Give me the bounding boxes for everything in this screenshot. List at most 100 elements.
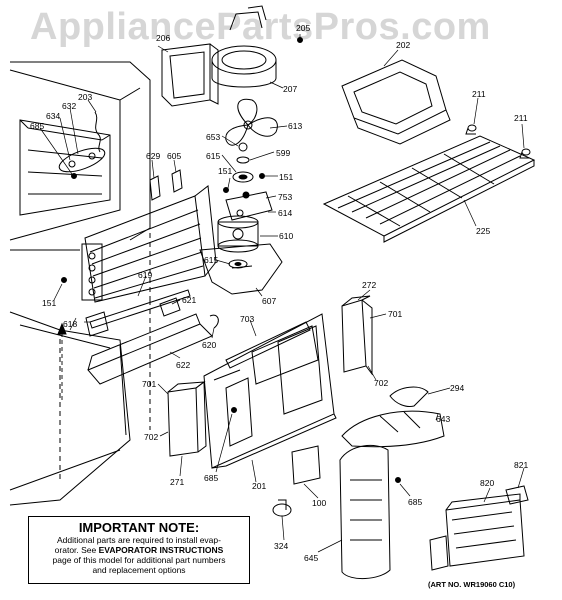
- part-271-duct: [167, 381, 207, 457]
- part-620-clip: [209, 314, 219, 329]
- part-206-fan-housing: [161, 43, 219, 107]
- freezer-liner-drawing: [9, 61, 151, 506]
- part-605-clip: [171, 169, 183, 193]
- label-615-a: 615: [206, 151, 221, 161]
- part-685-screw-a: [71, 173, 77, 179]
- dashed-arrow-head: [57, 322, 67, 335]
- part-685-screw-c: [395, 477, 401, 483]
- part-703-seal: [225, 321, 311, 369]
- note-line-2: orator. See EVAPORATOR INSTRUCTIONS: [35, 545, 243, 555]
- label-100: 100: [312, 498, 327, 508]
- label-599: 599: [276, 148, 291, 158]
- note-line-4: and replacement options: [92, 565, 186, 575]
- part-621-bracket: [159, 297, 181, 317]
- important-note-box: IMPORTANT NOTE: Additional parts are req…: [28, 516, 250, 584]
- label-271: 271: [170, 477, 185, 487]
- label-151-c: 151: [42, 298, 57, 308]
- part-272-duct: [341, 295, 373, 376]
- label-622: 622: [176, 360, 191, 370]
- part-610-fan-motor: [217, 215, 259, 253]
- label-701-b: 701: [142, 379, 157, 389]
- watermark-text: AppliancePartsPros.com: [30, 6, 491, 48]
- label-645: 645: [304, 553, 319, 563]
- label-615-b: 615: [204, 255, 219, 265]
- label-613: 613: [288, 121, 303, 131]
- part-599-washer: [236, 156, 250, 164]
- label-634: 634: [46, 111, 61, 121]
- part-619-heater: [89, 289, 191, 329]
- important-note-title: IMPORTANT NOTE:: [78, 520, 200, 535]
- part-615-grommet-a: [232, 171, 254, 183]
- label-821: 821: [514, 460, 529, 470]
- label-703: 703: [240, 314, 255, 324]
- part-632-bracket: [58, 147, 106, 173]
- part-151-screw-a: [223, 187, 229, 193]
- part-211-clip-a: [465, 124, 477, 135]
- label-151-a: 151: [218, 166, 233, 176]
- label-620: 620: [202, 340, 217, 350]
- art-number: (ART NO. WR19060 C10): [428, 580, 516, 589]
- part-207-fan-shroud: [211, 5, 277, 88]
- part-618-bracket: [85, 311, 109, 337]
- note-line-2-pre: orator. See: [54, 545, 99, 555]
- label-820: 820: [480, 478, 495, 488]
- part-622-drain-trough: [87, 313, 213, 385]
- label-619: 619: [138, 270, 153, 280]
- label-205: 205: [296, 23, 311, 33]
- label-632: 632: [62, 101, 77, 111]
- part-820-icemaker: [429, 493, 525, 571]
- label-211-a: 211: [472, 89, 486, 99]
- label-701-a: 701: [388, 309, 403, 319]
- label-753: 753: [278, 192, 293, 202]
- label-685-b: 685: [204, 473, 219, 483]
- part-151-screw-b: [259, 173, 265, 179]
- label-203: 203: [78, 92, 93, 102]
- label-607: 607: [262, 296, 277, 306]
- label-629: 629: [146, 151, 161, 161]
- label-653: 653: [206, 132, 221, 142]
- label-621: 621: [182, 295, 197, 305]
- label-324: 324: [274, 541, 289, 551]
- part-629-clip: [149, 175, 161, 201]
- part-225-wire-shelf: [322, 135, 536, 243]
- label-211-b: 211: [514, 113, 528, 123]
- part-643-chute: [341, 410, 445, 448]
- note-line-1: Additional parts are required to install…: [57, 535, 221, 545]
- part-211-clip-b: [519, 148, 531, 159]
- part-685-screw-b: [231, 407, 237, 413]
- label-272: 272: [362, 280, 377, 290]
- part-100-damper: [291, 445, 321, 485]
- part-151-screw-c: [61, 277, 67, 283]
- label-605: 605: [167, 151, 182, 161]
- label-207: 207: [283, 84, 298, 94]
- part-202-bin: [341, 59, 451, 145]
- part-294-flapper: [389, 386, 429, 407]
- label-643: 643: [436, 414, 451, 424]
- part-201-evaporator-cover: [203, 313, 337, 469]
- part-615-grommet-b: [228, 259, 248, 269]
- label-685-c: 685: [408, 497, 423, 507]
- part-203-tube: [94, 111, 101, 153]
- label-614: 614: [278, 208, 293, 218]
- note-line-3: page of this model for additional part n…: [52, 555, 226, 565]
- label-610: 610: [279, 231, 294, 241]
- part-653-nut: [238, 142, 248, 152]
- label-702-a: 702: [374, 378, 389, 388]
- label-206: 206: [156, 33, 171, 43]
- label-702-b: 702: [144, 432, 159, 442]
- part-613-fan-blade: [225, 98, 278, 146]
- label-201: 201: [252, 481, 267, 491]
- important-note-body: Additional parts are required to install…: [35, 535, 243, 575]
- label-618: 618: [63, 319, 78, 329]
- part-645-dispenser-duct: [339, 444, 391, 579]
- label-225: 225: [476, 226, 491, 236]
- label-685-a: 685: [30, 121, 45, 131]
- label-294: 294: [450, 383, 465, 393]
- label-151-b: 151: [279, 172, 294, 182]
- evaporator-coil: [81, 185, 217, 303]
- label-202: 202: [396, 40, 411, 50]
- evaporator-instructions-text: EVAPORATOR INSTRUCTIONS: [98, 545, 224, 555]
- leader-lines: [39, 34, 525, 553]
- part-324-knob: [272, 499, 292, 517]
